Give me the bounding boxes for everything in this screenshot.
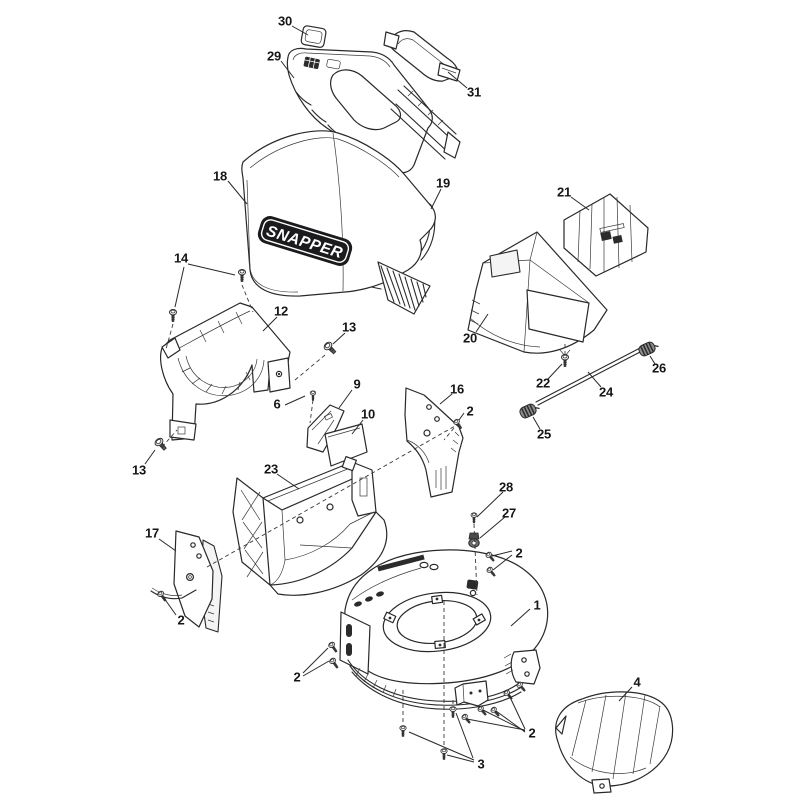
callout-24: 24 (598, 384, 614, 400)
screw-28 (470, 512, 478, 524)
part-30-cover-cap (300, 25, 327, 48)
screw-2-bottom-a (460, 712, 473, 726)
callout-20: 20 (462, 330, 478, 346)
screw-2-left-b (328, 656, 341, 670)
callout-16: 16 (449, 381, 465, 397)
callout-6: 6 (273, 396, 281, 412)
part-24-torsion-rod (535, 347, 643, 406)
part-17-left-plate (150, 530, 223, 633)
part-9-bracket (306, 404, 345, 453)
part-29-handle-console (286, 47, 433, 174)
callout-26: 26 (651, 360, 667, 376)
callout-14: 14 (173, 250, 189, 266)
callout-12: 12 (273, 303, 289, 319)
screw-2-left-a (327, 640, 340, 654)
part-1-deck-housing (339, 549, 549, 710)
screw-3-c (449, 706, 457, 718)
callout-25: 25 (536, 426, 552, 442)
part-4-mulch-plug (555, 691, 674, 794)
screw-14-left (169, 309, 177, 322)
screw-22 (561, 354, 569, 367)
leader-lines (144, 25, 656, 763)
screw-14-top (238, 269, 246, 282)
callout-2-deck-bottom: 2 (528, 725, 536, 741)
callout-13-right: 13 (341, 319, 357, 335)
part-25-spring (517, 400, 542, 421)
callout-27: 27 (501, 505, 517, 521)
part-20-rear-housing (467, 231, 608, 357)
callout-29: 29 (266, 48, 282, 64)
callout-10: 10 (360, 406, 376, 422)
part-18-grass-bag: SNAPPER (241, 130, 436, 315)
part-27-latch (468, 532, 480, 548)
callout-17: 17 (144, 525, 160, 541)
callout-30: 30 (277, 13, 293, 29)
callout-31: 31 (466, 84, 482, 100)
bolt-13-left (153, 436, 169, 453)
part-31-handle-grip (383, 30, 461, 82)
callout-2-deck-top: 2 (515, 545, 523, 561)
screw-3-b (440, 748, 448, 760)
callout-9: 9 (353, 376, 361, 392)
door-latch-cluster (599, 223, 625, 244)
callout-2-near-16: 2 (466, 403, 474, 419)
callout-4: 4 (633, 674, 641, 690)
callout-13-left: 13 (131, 462, 147, 478)
callout-21: 21 (556, 184, 572, 200)
callout-3: 3 (477, 756, 485, 772)
callout-18: 18 (212, 168, 228, 184)
assembly-dashed-lines (161, 284, 566, 748)
callout-28: 28 (498, 479, 514, 495)
callout-1: 1 (533, 597, 541, 613)
screw-3-a (399, 725, 407, 737)
bag-chute (377, 261, 431, 315)
callout-19: 19 (435, 175, 451, 191)
callout-2-near-17: 2 (177, 612, 185, 628)
part-12-rear-door (160, 302, 291, 441)
screw-6 (309, 390, 317, 401)
callout-22: 22 (535, 375, 551, 391)
callout-23: 23 (263, 461, 279, 477)
part-21-rear-door-panel (563, 193, 649, 277)
part-10-panel (324, 423, 368, 472)
part-16-right-plate (404, 387, 464, 498)
callout-2-deck-left: 2 (293, 669, 301, 685)
bolt-13-right (322, 340, 339, 357)
part-26-spring (636, 338, 661, 359)
part-23-chassis-frame (232, 461, 388, 596)
